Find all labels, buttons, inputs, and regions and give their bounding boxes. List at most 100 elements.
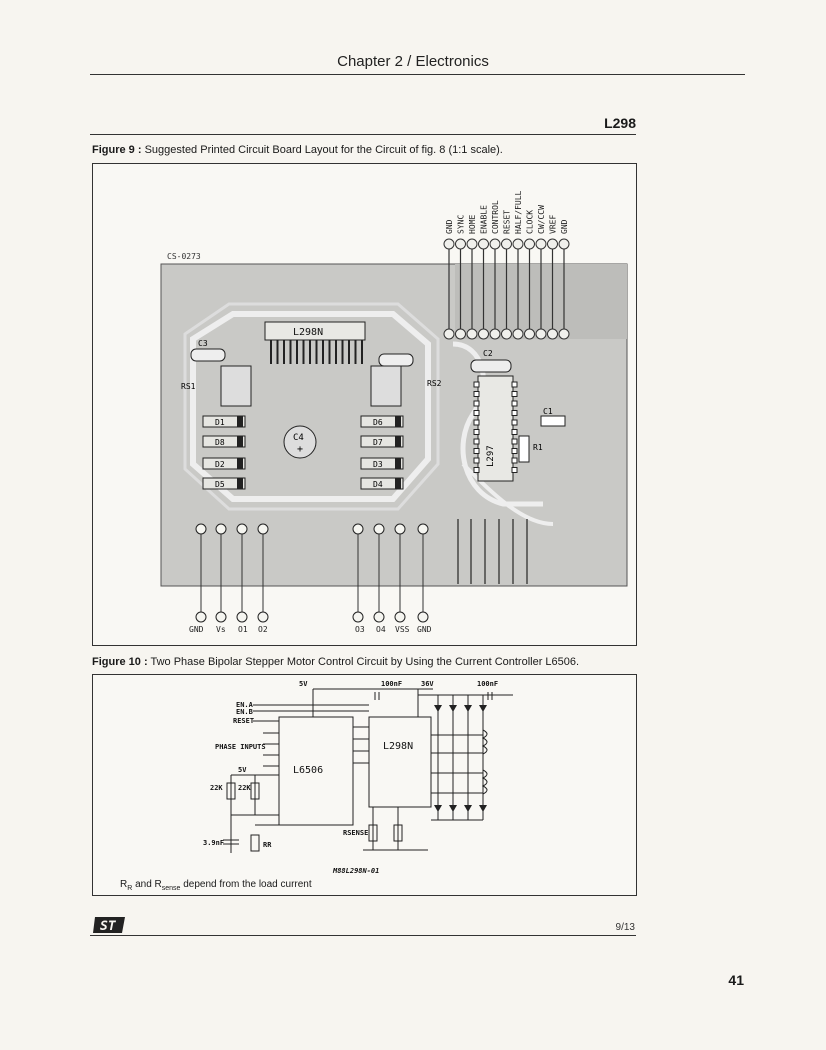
output-pin-pad <box>257 611 269 623</box>
input-reset: RESET <box>233 717 254 725</box>
diode-body <box>202 477 246 490</box>
document-code: L298 <box>604 115 636 131</box>
top-pin-board-pad <box>547 328 558 340</box>
figure10-caption-text: Two Phase Bipolar Stepper Motor Control … <box>150 656 580 668</box>
pin-gnd-left: GND <box>189 625 204 634</box>
output-pin-pad <box>236 611 248 623</box>
label-22k-b: 22K <box>238 784 251 792</box>
schematic-diode <box>479 805 487 812</box>
chapter-heading: Chapter 2 / Electronics <box>337 53 489 70</box>
diode-label: D3 <box>373 460 383 469</box>
top-pin-label: GND <box>445 219 454 234</box>
diode-label: D2 <box>215 460 225 469</box>
board-output-pad <box>257 523 269 535</box>
top-pin-label: CONTROL <box>491 200 500 234</box>
l297-pin <box>473 419 480 426</box>
schematic-drawing: 5V 100nF 36V 100nF EN.A EN.B RESET PHASE… <box>203 680 513 875</box>
top-pin-label: HALF/FULL <box>514 190 523 234</box>
top-pin-board-pad <box>466 328 478 340</box>
l297-pin <box>511 410 518 416</box>
diode-body <box>202 457 246 470</box>
top-pin-board-pad <box>443 328 455 340</box>
diode-body <box>360 435 404 448</box>
label-rs2: RS2 <box>427 379 442 388</box>
l297-pin <box>511 391 518 397</box>
top-pin-pad <box>535 238 547 250</box>
output-pin-pad <box>417 611 429 623</box>
l297-pin <box>473 381 480 388</box>
label-5v-top: 5V <box>299 680 308 688</box>
pin-o4: O4 <box>376 625 386 634</box>
top-pin-board-pad <box>524 328 535 340</box>
pin-vss: VSS <box>395 625 410 634</box>
top-pin-label: HOME <box>468 215 477 234</box>
top-pin-pad <box>524 238 535 250</box>
l297-pin <box>473 467 480 473</box>
phase-inputs-label: PHASE INPUTS <box>215 743 266 751</box>
top-pin-label: VREF <box>549 215 558 234</box>
diode-band <box>237 416 243 427</box>
label-3n9: 3.9nF <box>203 839 224 847</box>
label-c4: C4 <box>293 433 304 443</box>
header-rule <box>90 74 745 75</box>
schematic-diode <box>479 705 487 712</box>
l297-pin <box>511 381 518 388</box>
diode-band <box>237 436 243 447</box>
l297-pin <box>473 438 480 445</box>
section-rule <box>90 134 636 135</box>
diode-label: D5 <box>215 480 225 489</box>
top-pin-board-pad <box>478 328 489 340</box>
output-pin-pad <box>195 611 207 623</box>
l297-pin <box>511 448 518 454</box>
label-rs1: RS1 <box>181 382 196 391</box>
chip-l6506-label: L6506 <box>293 765 323 776</box>
chip-l298n-schematic-label: L298N <box>383 741 413 752</box>
label-c3: C3 <box>198 339 208 348</box>
diode-label: D6 <box>373 418 383 427</box>
label-r1: R1 <box>533 443 543 452</box>
l297-pin <box>511 438 518 445</box>
diode-band <box>395 478 401 489</box>
diode-body <box>360 457 404 470</box>
schematic-diode <box>464 705 472 712</box>
l297-pin <box>473 400 480 407</box>
board-output-pad <box>394 523 406 535</box>
top-pin-board-pad <box>501 328 512 340</box>
top-pin-board-pad <box>512 328 524 340</box>
top-pin-board-pad <box>535 328 547 340</box>
output-pin-pad <box>373 611 385 623</box>
board-output-pad <box>417 523 429 535</box>
st-logo-icon: ST <box>93 917 125 934</box>
schematic-diode <box>434 705 442 712</box>
top-pin-pad <box>547 238 558 250</box>
top-pin-label: CLOCK <box>526 210 535 234</box>
figure10-label: Figure 10 : <box>92 656 148 668</box>
diode-body <box>360 477 404 490</box>
l297-pin <box>473 410 480 416</box>
output-pin-pad <box>215 611 227 623</box>
schematic-diode <box>449 705 457 712</box>
label-5v-left: 5V <box>238 766 247 774</box>
pin-o2: O2 <box>258 625 268 634</box>
diode-body <box>202 435 246 448</box>
schematic-diode <box>434 805 442 812</box>
drawing-code: M88L298N-01 <box>332 867 379 875</box>
board-code: CS-0273 <box>167 252 201 261</box>
l297-pin <box>511 467 518 473</box>
diode-band <box>395 436 401 447</box>
chip-l297-label: L297 <box>486 445 496 467</box>
top-pin-pad <box>466 238 478 250</box>
board-output-pad <box>352 523 364 535</box>
l297-pin <box>511 419 518 426</box>
schematic-diode <box>449 805 457 812</box>
page-fraction: 9/13 <box>615 922 635 933</box>
pin-o3: O3 <box>355 625 365 634</box>
diode-band <box>237 458 243 469</box>
top-pin-pad <box>501 238 512 250</box>
top-pin-label: GND <box>560 219 569 234</box>
label-100nf-a: 100nF <box>381 680 402 688</box>
schematic-figure: 5V 100nF 36V 100nF EN.A EN.B RESET PHASE… <box>92 674 637 896</box>
diode-body <box>202 415 246 428</box>
